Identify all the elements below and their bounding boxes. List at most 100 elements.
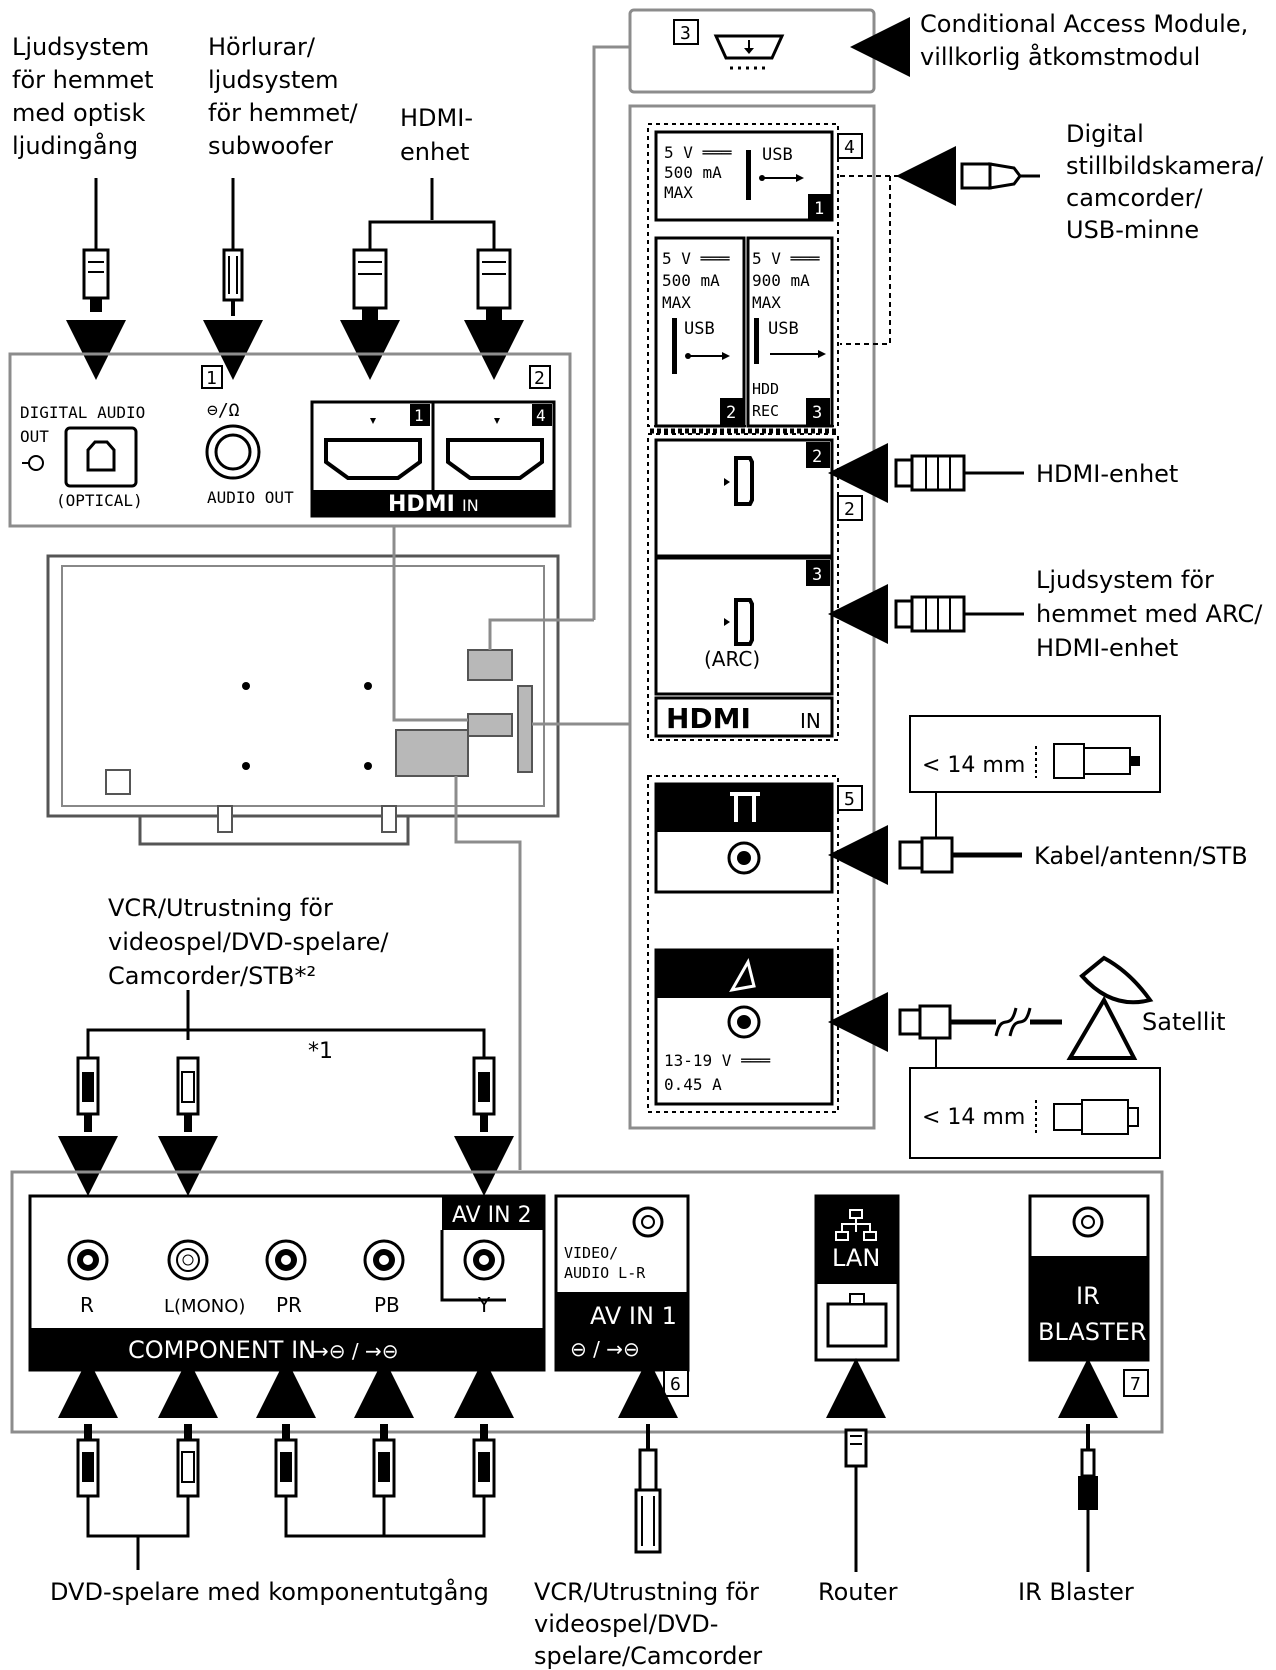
svg-text:900 mA: 900 mA	[752, 271, 810, 290]
optical-out-icon	[22, 455, 44, 471]
svg-text:2: 2	[812, 447, 822, 467]
hdmi-port-2-side: 2	[654, 438, 834, 558]
optical-port	[64, 426, 138, 488]
svg-text:< 14 mm: < 14 mm	[922, 753, 1025, 778]
component-cables	[58, 1358, 514, 1570]
jack-pb	[363, 1239, 405, 1281]
usb-port-2: 5 V ═══ 500 mA MAX USB 2	[654, 236, 746, 428]
antenna-port	[654, 782, 834, 894]
svg-text:MAX: MAX	[664, 183, 693, 202]
svg-text:5: 5	[844, 789, 855, 810]
svg-text:6: 6	[670, 1374, 681, 1395]
svg-text:videospel/DVD-spelare/: videospel/DVD-spelare/	[108, 928, 389, 956]
antenna-cable	[828, 792, 1022, 885]
label-cam-module: Conditional Access Module, villkorlig åt…	[920, 10, 1248, 71]
svg-text:BLASTER: BLASTER	[1038, 1318, 1147, 1346]
svg-text:500 mA: 500 mA	[662, 271, 720, 290]
svg-text:2: 2	[844, 499, 855, 520]
network-icon	[835, 1209, 877, 1241]
size-note-antenna: < 14 mm	[909, 715, 1161, 793]
svg-text:3: 3	[812, 565, 822, 585]
svg-text:OUT: OUT	[20, 427, 49, 446]
svg-text:1: 1	[414, 406, 424, 425]
usb-icon	[759, 174, 804, 182]
label-arc-system: Ljudsystem för hemmet med ARC/ HDMI-enhe…	[1036, 566, 1263, 662]
av-in-1-cable	[618, 1358, 678, 1554]
usb-device-cable	[840, 146, 1040, 345]
svg-text:LAN: LAN	[832, 1244, 880, 1272]
svg-text:camcorder/: camcorder/	[1066, 184, 1203, 212]
side-connector-panel: 4 5 V ═══ 500 mA MAX USB 1 5 V ═══ 500 m…	[628, 104, 876, 1130]
lan-panel: LAN	[814, 1194, 900, 1362]
svg-text:AV IN 1: AV IN 1	[590, 1302, 677, 1330]
svg-text:0.45 A: 0.45 A	[664, 1075, 722, 1094]
svg-text:Camcorder/STB*²: Camcorder/STB*²	[108, 962, 316, 990]
label-hdmi-device-top: HDMI- enhet	[400, 104, 473, 166]
svg-text:VCR/Utrustning för: VCR/Utrustning för	[108, 894, 333, 922]
svg-text:3: 3	[812, 403, 822, 423]
av-in-1-panel: VIDEO/ AUDIO L-R AV IN 1 ⊖ / →⊖ 6	[554, 1194, 690, 1397]
svg-text:Y: Y	[477, 1293, 491, 1317]
svg-text:för hemmet: för hemmet	[12, 66, 154, 94]
cam-slot-icon	[713, 34, 785, 70]
svg-text:2: 2	[534, 368, 545, 389]
svg-text:1: 1	[814, 199, 824, 219]
svg-text:2: 2	[726, 403, 736, 423]
svg-text:spelare/Camcorder: spelare/Camcorder	[534, 1642, 762, 1670]
satellite-dish-icon	[1066, 955, 1154, 1060]
svg-text:4: 4	[536, 406, 546, 425]
leader-lines	[392, 526, 630, 1170]
svg-text:USB-minne: USB-minne	[1066, 216, 1199, 244]
label-hdmi-device-right: HDMI-enhet	[1036, 460, 1178, 488]
tv-back-illustration	[46, 554, 560, 846]
svg-text:IN: IN	[800, 709, 821, 733]
svg-text:13-19 V ═══: 13-19 V ═══	[664, 1051, 770, 1070]
svg-text:PR: PR	[276, 1293, 302, 1317]
label-headphones-system: Hörlurar/ ljudsystem för hemmet/ subwoof…	[208, 33, 359, 160]
svg-text:HDMI: HDMI	[666, 702, 751, 735]
label-cable-antenna: Kabel/antenn/STB	[1034, 842, 1248, 870]
svg-text:ljudingång: ljudingång	[12, 131, 138, 160]
svg-text:VCR/Utrustning för: VCR/Utrustning för	[534, 1578, 759, 1606]
bottom-connector-panel: COMPONENT IN →⊖ / →⊖ AV IN 2	[10, 1170, 1164, 1434]
hdmi-in-label-side: HDMI IN	[654, 696, 834, 738]
jack-y	[463, 1239, 505, 1281]
svg-text:Digital: Digital	[1066, 120, 1144, 148]
hdmi-in-panel-top: HDMI IN 1 4	[310, 400, 556, 518]
svg-text:500 mA: 500 mA	[664, 163, 722, 182]
label-dvd-component: DVD-spelare med komponentutgång	[50, 1577, 489, 1606]
svg-text:videospel/DVD-: videospel/DVD-	[534, 1610, 718, 1638]
svg-text:PB: PB	[374, 1293, 400, 1317]
svg-text:AUDIO L-R: AUDIO L-R	[564, 1264, 646, 1282]
usb-ss-icon	[770, 350, 826, 358]
hdmi-device-cable-top	[340, 178, 524, 380]
ir-blaster-cable	[1058, 1358, 1118, 1572]
lan-cable	[826, 1358, 886, 1572]
svg-text:AV IN 2: AV IN 2	[452, 1203, 532, 1228]
satellite-cable	[828, 992, 1062, 1068]
label-usb-devices: Digital stillbildskamera/ camcorder/ USB…	[1066, 120, 1264, 244]
label-satellite: Satellit	[1142, 1008, 1226, 1036]
optical-cable	[66, 178, 126, 380]
svg-text:IR: IR	[1076, 1282, 1100, 1310]
svg-text:< 14 mm: < 14 mm	[922, 1105, 1025, 1130]
svg-text:VIDEO/: VIDEO/	[564, 1244, 618, 1262]
arc-device-cable	[828, 584, 1024, 644]
label-vcr-bottom: VCR/Utrustning för videospel/DVD- spelar…	[534, 1578, 762, 1670]
size-note-satellite: < 14 mm	[909, 1067, 1161, 1159]
svg-text:med optisk: med optisk	[12, 99, 146, 127]
svg-text:⊖/Ω: ⊖/Ω	[207, 400, 240, 421]
svg-text:Ljudsystem för: Ljudsystem för	[1036, 566, 1214, 594]
label-ir-blaster: IR Blaster	[1018, 1578, 1134, 1606]
svg-text:USB: USB	[684, 319, 715, 339]
svg-text:USB: USB	[768, 319, 799, 339]
footnote-1: *1	[308, 1039, 333, 1064]
svg-text:⊖ / →⊖: ⊖ / →⊖	[570, 1337, 640, 1361]
svg-text:villkorlig åtkomstmodul: villkorlig åtkomstmodul	[920, 42, 1200, 71]
svg-text:subwoofer: subwoofer	[208, 132, 333, 160]
svg-text:4: 4	[844, 137, 855, 158]
label-vcr-top: VCR/Utrustning för videospel/DVD-spelare…	[108, 894, 389, 990]
svg-text:→⊖ / →⊖: →⊖ / →⊖	[312, 1339, 398, 1363]
svg-text:5 V ═══: 5 V ═══	[664, 143, 732, 162]
